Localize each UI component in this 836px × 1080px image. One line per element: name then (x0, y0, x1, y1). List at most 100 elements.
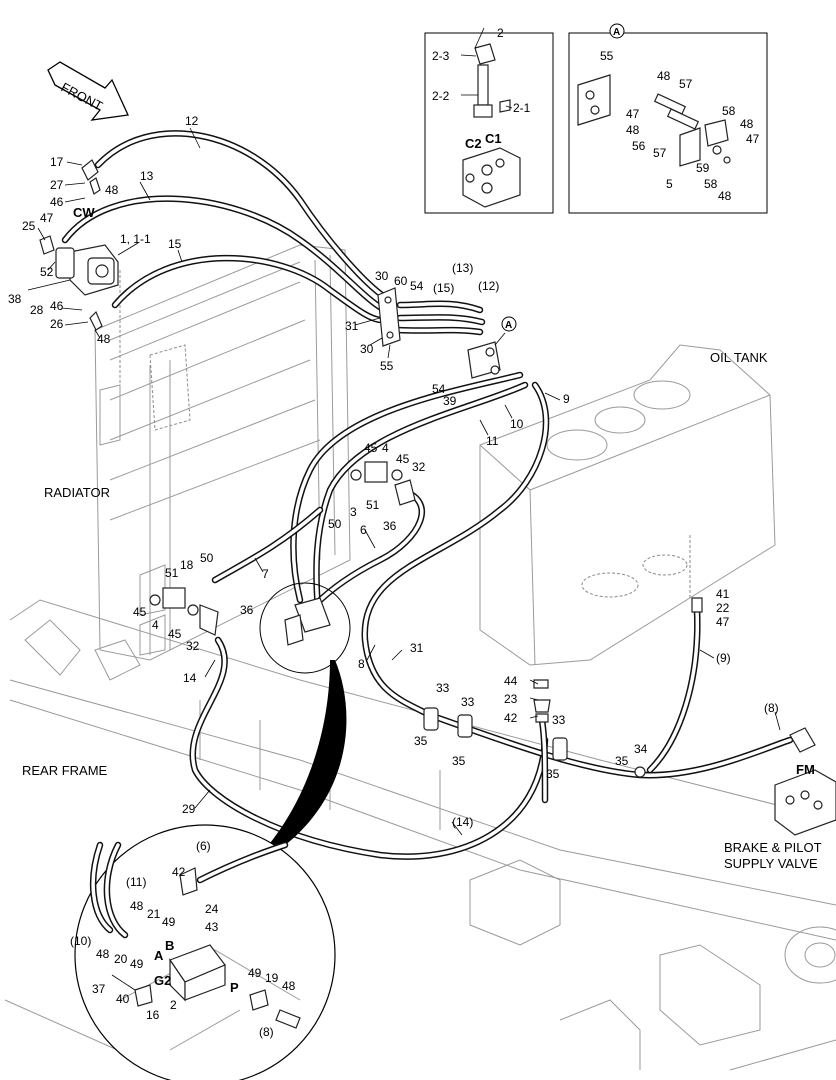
callout-pump-n46b: 46 (50, 299, 64, 313)
callout-hoses-top-n54a: 54 (410, 279, 424, 293)
callout-inset-n2: 2 (170, 998, 177, 1012)
callout-inset-n43: 43 (205, 920, 219, 934)
callout-middle-n45c: 45 (133, 605, 147, 619)
callout-hoses-top-n10: 10 (510, 417, 524, 431)
callout-middle-n32b: 32 (186, 639, 200, 653)
callout-pump-n26: 26 (50, 317, 64, 331)
callouts-inset: (6) 42 24 43 (11) 48 21 49 (10) 48 20 49… (70, 839, 296, 1039)
brake-pilot-valve-body (774, 727, 836, 836)
hose-42-drop (538, 716, 549, 804)
callout-hoses-top-n12: 12 (185, 114, 199, 128)
callout-inset-n49c: 49 (248, 966, 262, 980)
hose-9-lower (646, 606, 701, 774)
clamps-33 (423, 707, 646, 778)
callout-hoses-top-n30b: 30 (360, 342, 374, 356)
callout-inset-n49b: 49 (130, 957, 144, 971)
port-a-label: A (154, 948, 164, 963)
callout-boxA-n56: 56 (632, 139, 646, 153)
callout-boxA-n47a: 47 (626, 107, 640, 121)
hose-13 (61, 195, 389, 314)
structure-labels: RADIATOR REAR FRAME OIL TANK BRAKE & PIL… (22, 131, 822, 995)
callout-middle-n7: 7 (262, 567, 269, 581)
callout-middle-n36a: 36 (383, 519, 397, 533)
callout-inset-n40: 40 (116, 992, 130, 1006)
port-block-a (467, 341, 501, 379)
callout-hoses-top-n9: 9 (563, 392, 570, 406)
callout-middle-n6: 6 (360, 523, 367, 537)
callout-hoses-top-p12: (12) (478, 279, 499, 293)
hose-14 (189, 636, 549, 860)
hose-12 (94, 130, 394, 304)
callout-boxA-n58b: 58 (704, 177, 718, 191)
callout-inset-n16: 16 (146, 1008, 160, 1022)
callout-boxA-n48c: 48 (740, 117, 754, 131)
detail-pointer-wedge (245, 660, 347, 870)
valve-block-4-lower (149, 587, 219, 636)
callout-middle-n8: 8 (358, 657, 365, 671)
callout-middle-n45a: 45 (364, 441, 378, 455)
hose-15 (111, 254, 386, 324)
callout-lower-n35b: 35 (452, 754, 466, 768)
pump-assembly (27, 159, 119, 331)
callout-lower-n44: 44 (504, 674, 518, 688)
callout-inset-n19: 19 (265, 971, 279, 985)
callout-hoses-top-p13: (13) (452, 261, 473, 275)
callout-middle-n3: 3 (350, 505, 357, 519)
port-p-label: P (230, 980, 239, 995)
hose-6 (311, 486, 425, 609)
callout-hoses-top-n39: 39 (443, 394, 457, 408)
circled-a-detail: A (609, 23, 625, 39)
hose-8-lower (426, 711, 794, 779)
callout-middle-n18: 18 (180, 558, 194, 572)
callout-hoses-top-n54b: 54 (432, 382, 446, 396)
rear-frame-outline (4, 599, 836, 1071)
callout-box2-n2-3: 2-3 (432, 49, 450, 63)
callout-inset-n48a: 48 (130, 899, 144, 913)
callout-hoses-top-n55: 55 (380, 359, 394, 373)
callout-lower-n35c: 35 (546, 767, 560, 781)
callout-inset-p10: (10) (70, 934, 91, 948)
callout-lower-p9: (9) (716, 651, 731, 665)
valve-block-4-upper (350, 461, 416, 506)
callout-box2-n2-1: 2-1 (513, 101, 531, 115)
callout-inset-n48c: 48 (282, 979, 296, 993)
callout-boxA-n5: 5 (666, 177, 673, 191)
fm-label: FM (796, 762, 815, 777)
c1-label: C1 (485, 131, 502, 146)
rear-frame-label: REAR FRAME (22, 763, 108, 778)
callout-lower-n33c: 33 (552, 713, 566, 727)
callout-middle-n32a: 32 (412, 460, 426, 474)
circled-a-reference: A (501, 316, 517, 332)
callout-lower-n34: 34 (634, 742, 648, 756)
callout-lower-n29: 29 (182, 802, 196, 816)
callout-middle-n45b: 45 (396, 452, 410, 466)
detail-box-2 (424, 32, 554, 214)
radiator-frame (94, 244, 351, 661)
port-g2-label: G2 (154, 973, 171, 988)
leader-lines (37, 27, 781, 836)
callout-lower-n33b: 33 (461, 695, 475, 709)
callout-pump-n38: 38 (8, 292, 22, 306)
port-b-label: B (165, 938, 174, 953)
callout-pump-n27: 27 (50, 178, 64, 192)
callout-pump-n52: 52 (40, 265, 54, 279)
callout-lower-n47: 47 (716, 615, 730, 629)
callout-lower-n22: 22 (716, 601, 730, 615)
callout-box2-n2: 2 (497, 26, 504, 40)
callout-lower-p14: (14) (452, 815, 473, 829)
callout-inset-n20: 20 (114, 952, 128, 966)
callout-boxA-n48d: 48 (718, 189, 732, 203)
hoses-to-bracket (394, 300, 486, 336)
callout-middle-n45d: 45 (168, 627, 182, 641)
callout-boxA-n59: 59 (696, 161, 710, 175)
callout-middle-n14: 14 (183, 671, 197, 685)
callout-hoses-top-n31a: 31 (345, 319, 359, 333)
callout-box2-n2-2: 2-2 (432, 89, 450, 103)
callout-lower-n42: 42 (504, 711, 518, 725)
callout-middle-n50a: 50 (328, 517, 342, 531)
marker-detail-a: A (613, 27, 620, 38)
callout-pump-n48a: 48 (105, 183, 119, 197)
callout-hoses-top-n15: 15 (168, 237, 182, 251)
callout-lower-n35a: 35 (414, 734, 428, 748)
